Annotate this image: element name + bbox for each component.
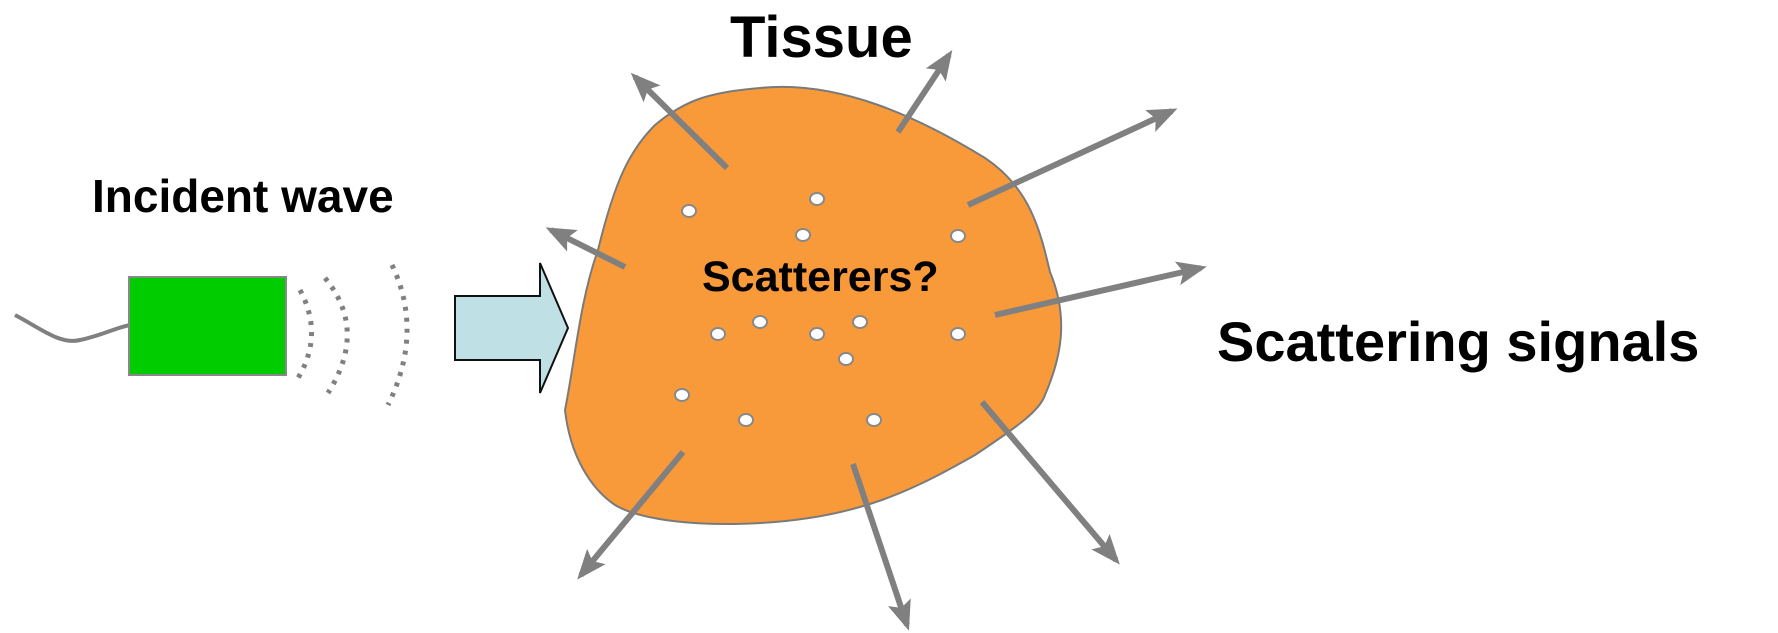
wave-front-3 (388, 265, 407, 405)
scatterer-dot-icon (675, 389, 689, 401)
scatterer-dot-icon (810, 328, 824, 340)
scatter-arrow-icon (982, 402, 1116, 560)
incident-wave-fronts (298, 265, 407, 405)
incident-wave-label: Incident wave (92, 170, 394, 222)
scatterer-dot-icon (951, 328, 965, 340)
scatterer-dot-icon (711, 328, 725, 340)
scatterer-dot-icon (796, 229, 810, 241)
scatterer-dot-icon (951, 230, 965, 242)
scatterer-dot-icon (867, 414, 881, 426)
scatterers-label: Scatterers? (702, 253, 939, 301)
scatterer-dot-icon (839, 353, 853, 365)
wave-front-2 (325, 278, 347, 393)
tissue-blob (565, 87, 1061, 524)
scatterer-dot-icon (682, 205, 696, 217)
scatterer-dot-icon (853, 316, 867, 328)
transducer-icon (129, 277, 286, 375)
transducer-cable (15, 315, 130, 341)
block-arrow-right-icon (455, 263, 568, 393)
scatterer-dot-icon (753, 316, 767, 328)
wave-front-1 (298, 290, 312, 378)
scatterer-dot-icon (739, 414, 753, 426)
scattering-signals-label: Scattering signals (1217, 310, 1699, 373)
scatterer-dot-icon (810, 193, 824, 205)
scatter-arrow-icon (968, 111, 1172, 205)
tissue-label: Tissue (730, 5, 913, 70)
